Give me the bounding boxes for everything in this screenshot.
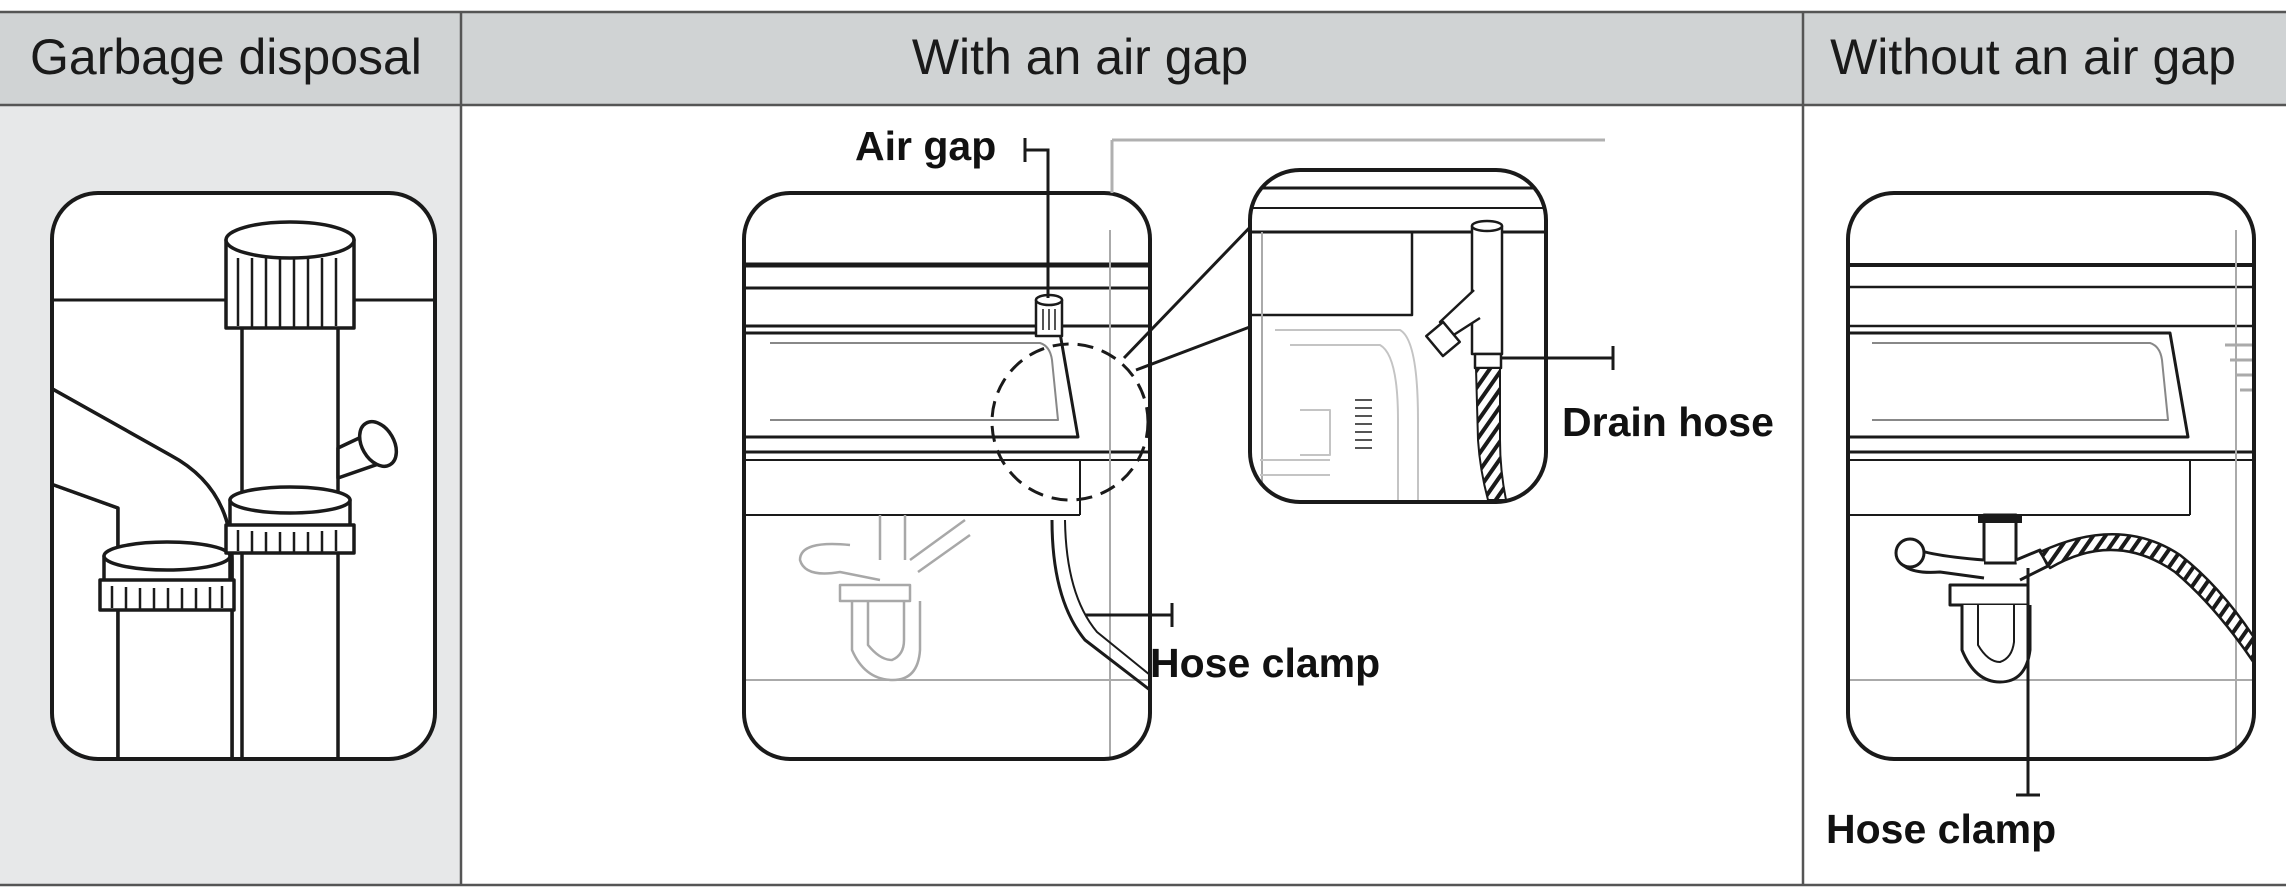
label-hose-clamp-middle: Hose clamp xyxy=(1150,640,1380,686)
callout-leader-lines xyxy=(1023,138,2040,797)
air-gap-zoom-inset xyxy=(1248,168,1548,504)
label-hose-clamp-right: Hose clamp xyxy=(1826,806,2056,852)
air-gap-highlight-circle xyxy=(990,342,1150,502)
header-with-air-gap: With an air gap xyxy=(912,29,1248,85)
with-air-gap-illustration xyxy=(742,138,1605,761)
label-air-gap: Air gap xyxy=(855,123,996,169)
header-row-background xyxy=(0,12,2286,105)
header-without-air-gap: Without an air gap xyxy=(1830,29,2236,85)
garbage-disposal-illustration xyxy=(50,191,437,761)
without-air-gap-illustration xyxy=(1846,191,2256,761)
label-drain-hose: Drain hose xyxy=(1562,399,1774,445)
header-garbage-disposal: Garbage disposal xyxy=(30,29,422,85)
